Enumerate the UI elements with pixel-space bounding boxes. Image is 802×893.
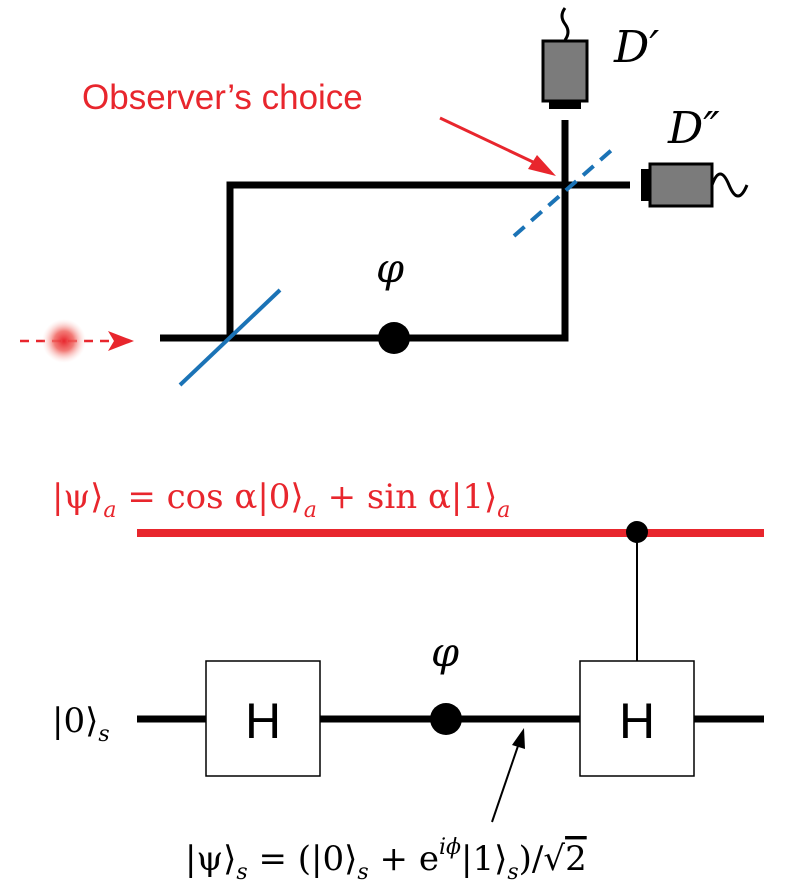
- upper-arm: [226, 181, 630, 338]
- state-annotation-arrow: [491, 728, 525, 823]
- phase-shifter-dot: [378, 322, 410, 354]
- lower-arm: [160, 120, 569, 342]
- hadamard-gate-2-label: H: [619, 693, 655, 749]
- detector-d-prime: [541, 7, 589, 109]
- circuit-phase-label: φ: [431, 630, 459, 676]
- quantum-circuit: |ψ⟩a = cos α|0⟩a + sin α|1⟩a |0⟩s H φ H: [52, 477, 764, 885]
- input-state-label: |0⟩s: [52, 701, 110, 747]
- detector-d-prime-label: D′: [613, 22, 659, 73]
- photon-blob: [42, 319, 86, 363]
- circuit-phase-dot: [430, 703, 462, 735]
- system-state-label: |ψ⟩s = (|0⟩s + eiϕ|1⟩s)/√2: [185, 835, 587, 885]
- hadamard-gate-1: H: [205, 660, 321, 777]
- hadamard-gate-2: H: [579, 660, 695, 777]
- ancilla-state-label: |ψ⟩a = cos α|0⟩a + sin α|1⟩a: [52, 477, 510, 523]
- hadamard-gate-1-label: H: [245, 693, 281, 749]
- detector-d-double-prime-body: [648, 162, 714, 208]
- observer-arrow: [439, 116, 556, 176]
- detector-d-prime-wire: [560, 7, 570, 41]
- incoming-photon: [20, 319, 134, 363]
- detector-d-double-prime: [641, 162, 749, 208]
- phase-label-top: φ: [376, 246, 404, 292]
- detector-d-double-prime-label: D″: [667, 103, 720, 154]
- detector-d-prime-window: [549, 101, 581, 109]
- detector-d-prime-body: [541, 39, 589, 103]
- detector-d-double-prime-wire: [710, 172, 749, 198]
- observer-choice-label: Observer’s choice: [82, 78, 363, 117]
- input-beam-splitter: [178, 288, 282, 387]
- interferometer: φ Observer’s choice D′ D″: [20, 7, 749, 387]
- detector-d-double-prime-window: [641, 169, 650, 201]
- photon-arrowhead: [108, 331, 134, 351]
